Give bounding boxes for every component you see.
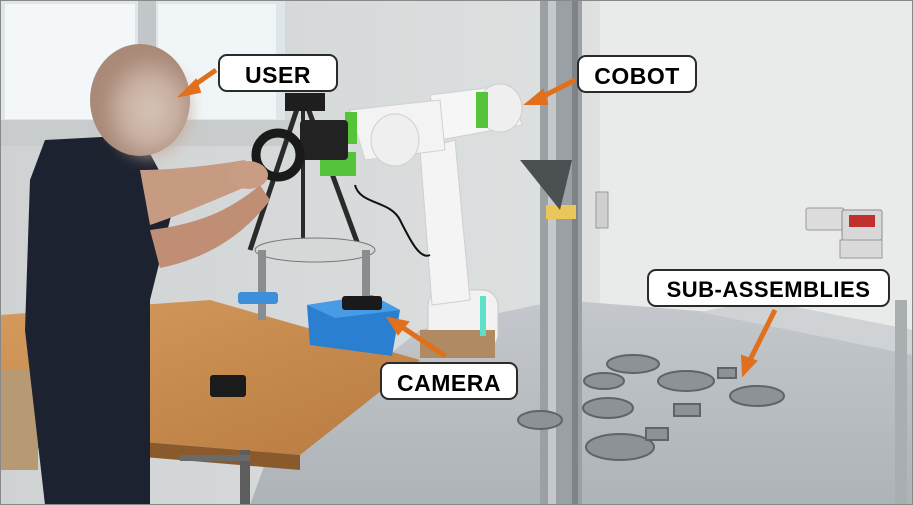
cobot-cable — [354, 184, 431, 257]
user-arm-upper — [140, 160, 250, 225]
sub-assembly-parts — [517, 354, 785, 461]
cobot-green-ring-elbow — [476, 92, 488, 128]
label-cobot: COBOT — [577, 55, 697, 93]
label-camera: CAMERA — [380, 362, 518, 400]
user-torso — [25, 135, 175, 505]
stand-post-right — [362, 250, 370, 320]
table-leg — [240, 450, 250, 505]
wall-switch — [839, 239, 883, 259]
tripod-head — [285, 93, 325, 111]
wall-plate — [595, 191, 609, 229]
part-ring-7 — [585, 433, 655, 461]
sheet-backdrop — [700, 300, 913, 355]
part-ring-1 — [606, 354, 660, 374]
cobot-base-light — [480, 296, 486, 336]
table-rail — [180, 455, 250, 461]
user-face-blurred — [102, 55, 198, 165]
part-ring-4 — [729, 385, 785, 407]
part-ring-5 — [582, 397, 634, 419]
part-block-3 — [645, 427, 669, 441]
frame-post-shadow — [572, 0, 578, 505]
stand-post-left — [258, 250, 266, 320]
part-ring-3 — [657, 370, 715, 392]
label-sub-assemblies: SUB-ASSEMBLIES — [647, 269, 890, 307]
part-block-1 — [673, 403, 701, 417]
blue-bar — [238, 292, 278, 304]
part-block-2 — [717, 367, 737, 379]
table-part — [210, 375, 246, 397]
frame-tape — [546, 205, 576, 219]
arrow-sub-assemblies — [740, 308, 778, 378]
arrow-cobot — [523, 77, 577, 105]
wall-socket — [805, 207, 845, 231]
held-sub-assembly — [251, 128, 305, 182]
part-ring-2 — [583, 372, 625, 390]
label-user: USER — [218, 54, 338, 92]
frame-bracket — [520, 160, 572, 210]
arrow-camera — [385, 316, 447, 359]
frame-post-right — [895, 300, 907, 505]
user-hands — [228, 161, 268, 189]
cobot-wrist-joint — [370, 113, 420, 167]
part-ring-6 — [517, 410, 563, 430]
camera-sensor — [342, 296, 382, 310]
cobot-gripper — [300, 120, 348, 160]
round-stand — [254, 237, 376, 263]
callout-arrows — [176, 67, 778, 378]
frame-post-highlight — [548, 0, 556, 505]
user-arm-lower — [150, 185, 270, 268]
red-display — [849, 215, 875, 227]
arrow-user — [176, 67, 218, 98]
